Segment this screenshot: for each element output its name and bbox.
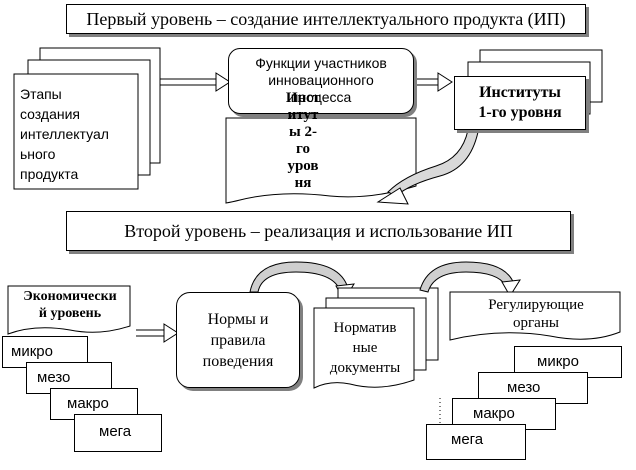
- inst2-line: ня: [294, 175, 312, 191]
- stages-sheet-front: [13, 73, 139, 190]
- econ-level-label: макро: [67, 395, 109, 412]
- inst1-box: Институты 1-го уровня: [454, 76, 586, 130]
- functions-line: инновационного: [268, 72, 374, 88]
- docs-text: Норматив ные документы: [316, 318, 414, 378]
- econ-text: Экономически й уровень: [10, 288, 130, 322]
- reg-level-label: микро: [537, 353, 579, 370]
- functions-box: Функции участников инновационного процес…: [228, 48, 414, 114]
- econ-document-shape: [7, 285, 131, 335]
- stages-text: Этапы создания интеллектуал ьного продук…: [20, 84, 109, 184]
- reg-level-label: мезо: [507, 379, 541, 396]
- econ-level-mega: мега: [74, 414, 162, 452]
- curved-arrow-feedback: [376, 129, 479, 205]
- inst2-text: Инст итут ы 2- го уров ня: [278, 90, 328, 192]
- curved-arrow-docs-reg: [419, 261, 521, 297]
- double-arrow-right-3: [136, 323, 179, 343]
- level2-title-box: Второй уровень – реализация и использова…: [66, 211, 571, 251]
- reg-level-label: макро: [473, 405, 515, 422]
- inst2-line: Инст: [285, 90, 321, 106]
- docs-line: документы: [329, 360, 401, 376]
- double-arrow-right-1: [160, 72, 231, 92]
- norms-line: правила: [210, 331, 266, 349]
- docs-line: ные: [352, 340, 378, 356]
- econ-line: й уровень: [38, 306, 102, 321]
- inst2-line: го: [296, 141, 310, 157]
- econ-level-label: микро: [11, 343, 53, 360]
- docs-sheet-front: [313, 307, 415, 389]
- stages-line: создания: [20, 106, 80, 122]
- inst2-document-shape: [225, 117, 417, 204]
- norms-line: поведения: [202, 352, 274, 370]
- inst1-line: 1-го уровня: [478, 104, 562, 121]
- inst2-line: уров: [287, 158, 319, 174]
- level1-title: Первый уровень – создание интеллектуальн…: [86, 8, 566, 29]
- stages-line: продукта: [20, 166, 79, 182]
- econ-level-label: мега: [99, 423, 132, 440]
- stages-line: ьного: [20, 146, 56, 162]
- inst1-line: Институты: [479, 84, 561, 101]
- inst2-line: ы 2-: [289, 124, 317, 140]
- reg-text: Регулирующие органы: [452, 296, 620, 332]
- inst2-line: итут: [287, 107, 319, 123]
- econ-line: Экономически: [23, 289, 117, 304]
- econ-level-label: мезо: [37, 369, 71, 386]
- reg-line: органы: [513, 315, 559, 331]
- docs-line: Норматив: [333, 320, 397, 336]
- stages-line: Этапы: [20, 86, 62, 102]
- level1-title-box: Первый уровень – создание интеллектуальн…: [66, 4, 586, 34]
- norms-box: Нормы и правила поведения: [176, 292, 300, 388]
- functions-line: Функции участников: [255, 55, 387, 71]
- double-arrow-right-2: [416, 72, 453, 92]
- reg-document-shape: [449, 291, 621, 341]
- reg-level-mega: мега: [426, 424, 526, 460]
- stages-line: интеллектуал: [20, 126, 109, 142]
- norms-line: Нормы и: [207, 310, 269, 328]
- level2-title: Второй уровень – реализация и использова…: [124, 220, 513, 241]
- reg-line: Регулирующие: [488, 297, 584, 313]
- reg-level-label: мега: [451, 431, 484, 448]
- functions-line: процесса: [290, 89, 352, 105]
